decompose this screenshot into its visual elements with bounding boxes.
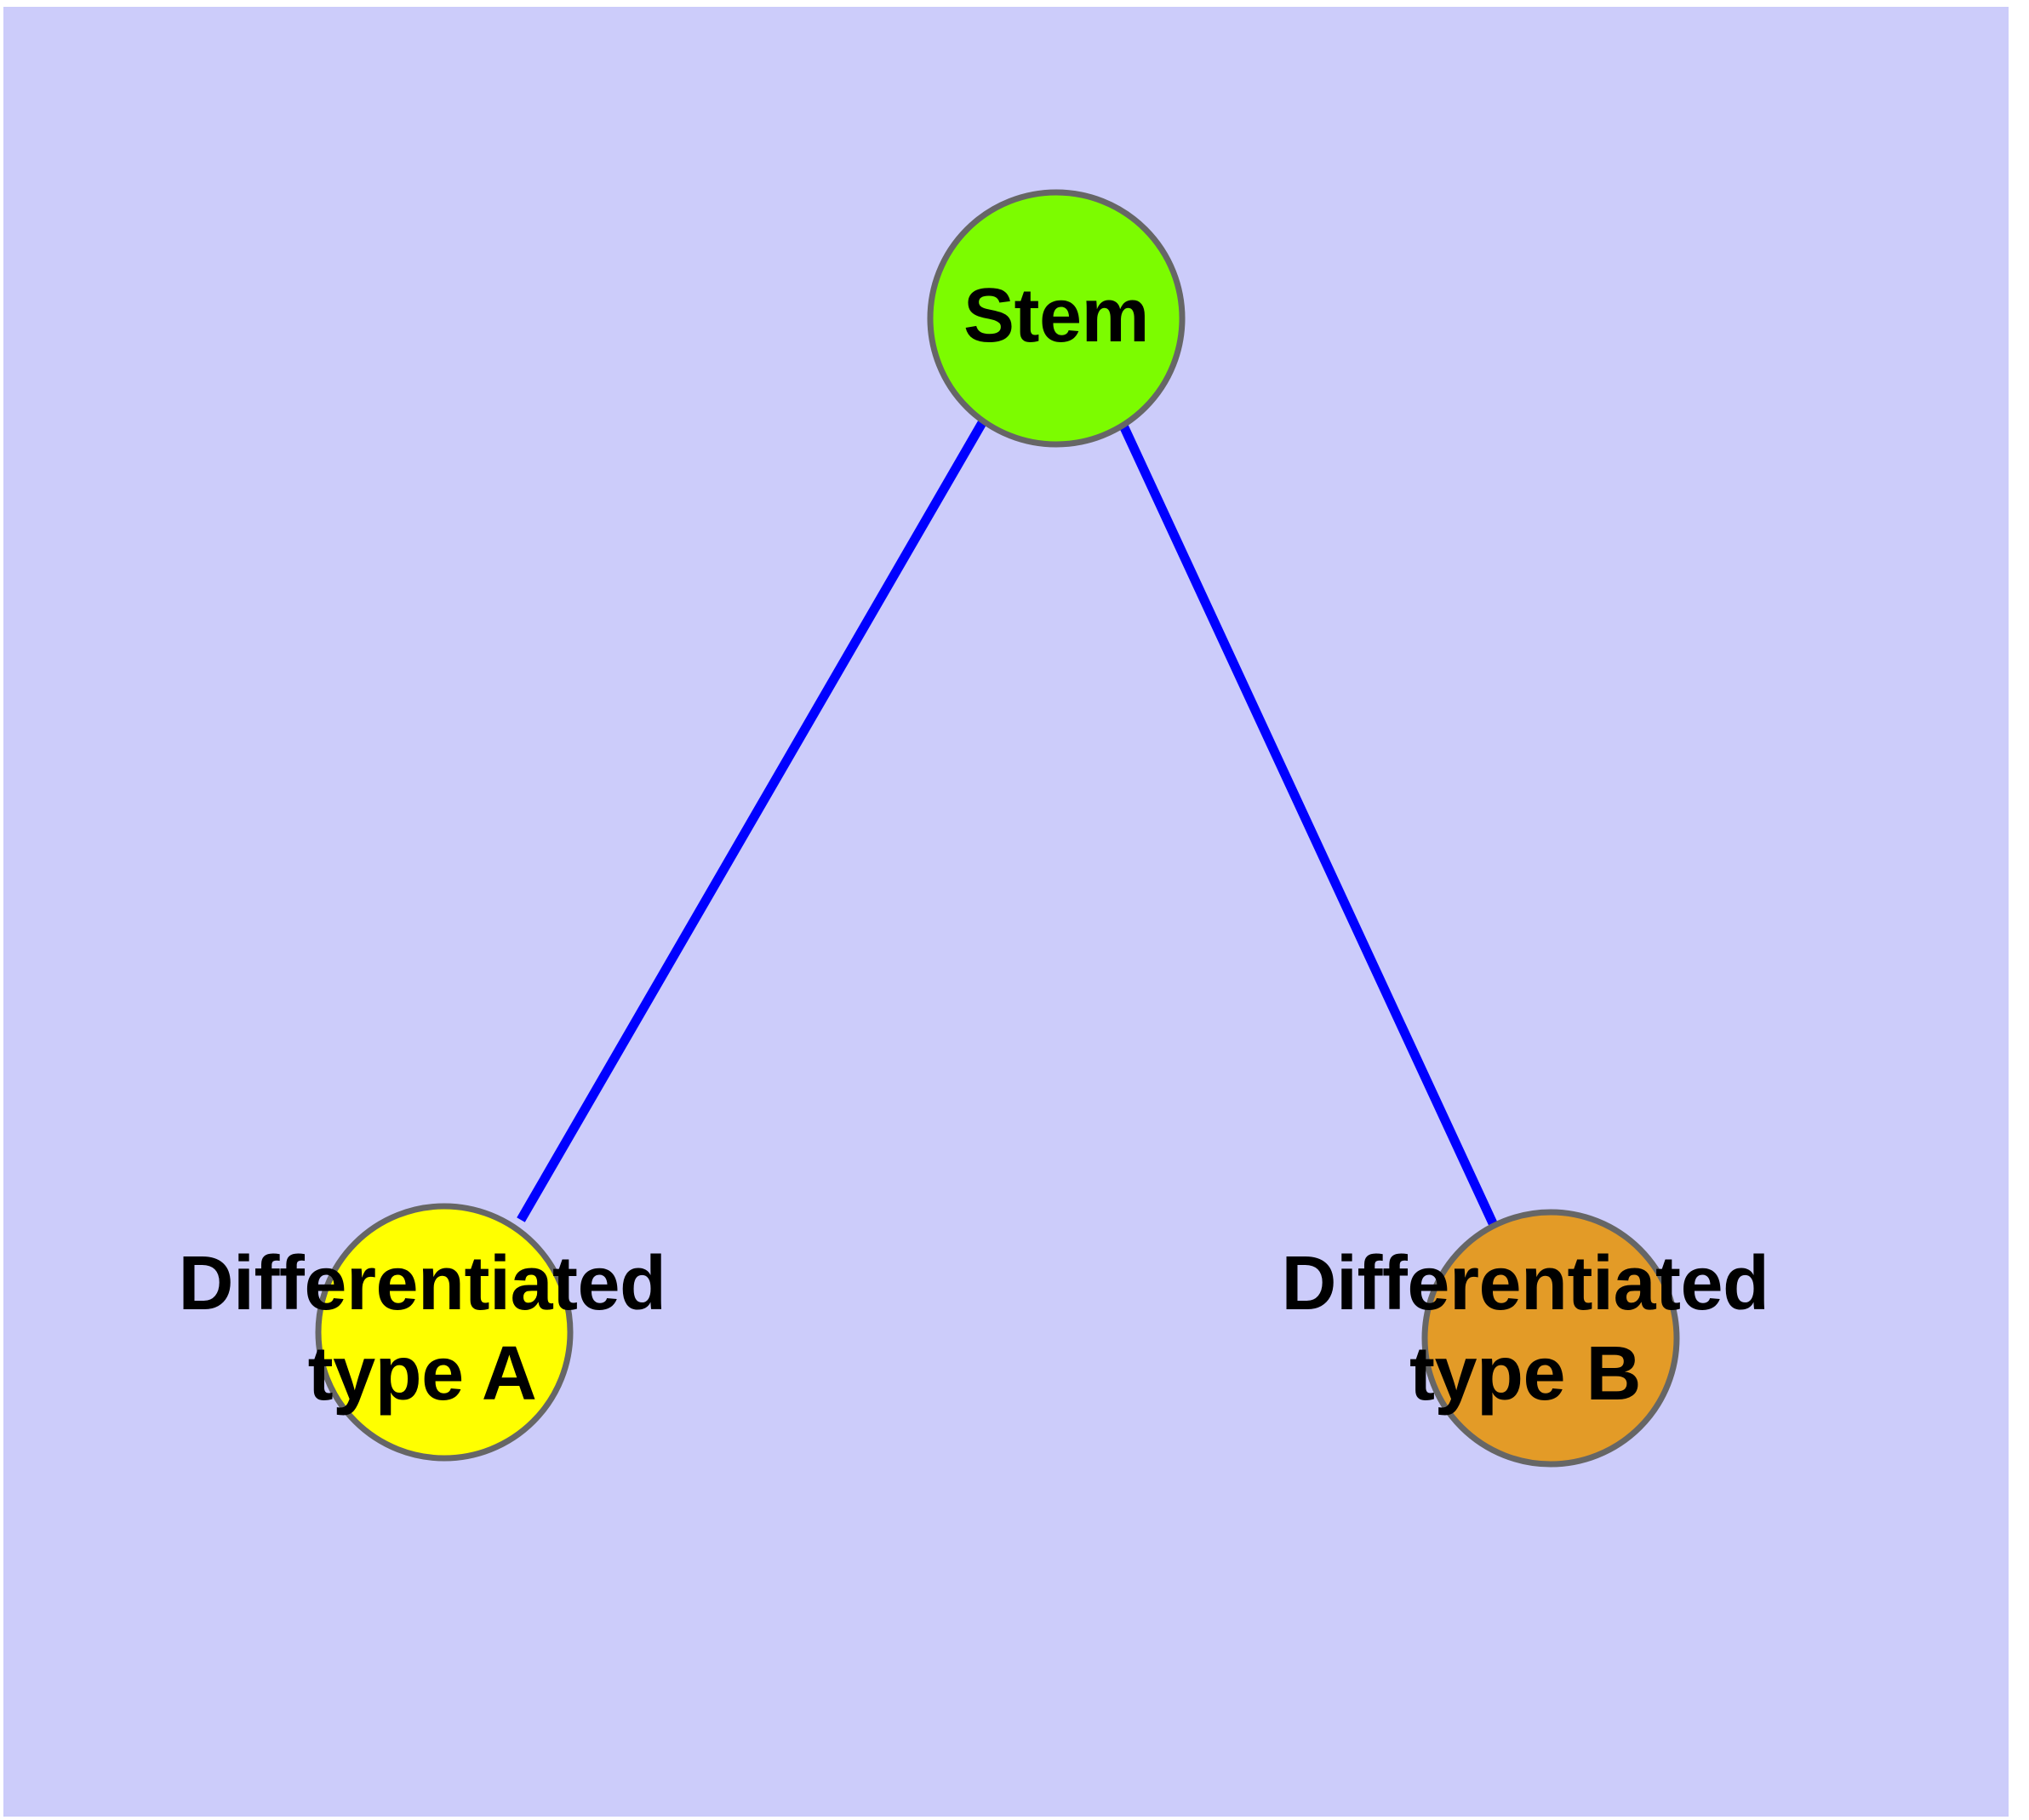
- node-diff-a-circle[interactable]: [315, 1203, 574, 1462]
- node-stem-circle[interactable]: [927, 189, 1186, 448]
- edge-stem-to-diff-b: [1119, 423, 1497, 1226]
- edge-stem-to-diff-a: [517, 419, 987, 1222]
- edges-layer: [517, 419, 1497, 1226]
- nodes-layer: [315, 189, 1680, 1468]
- node-diff-b-circle[interactable]: [1421, 1209, 1680, 1468]
